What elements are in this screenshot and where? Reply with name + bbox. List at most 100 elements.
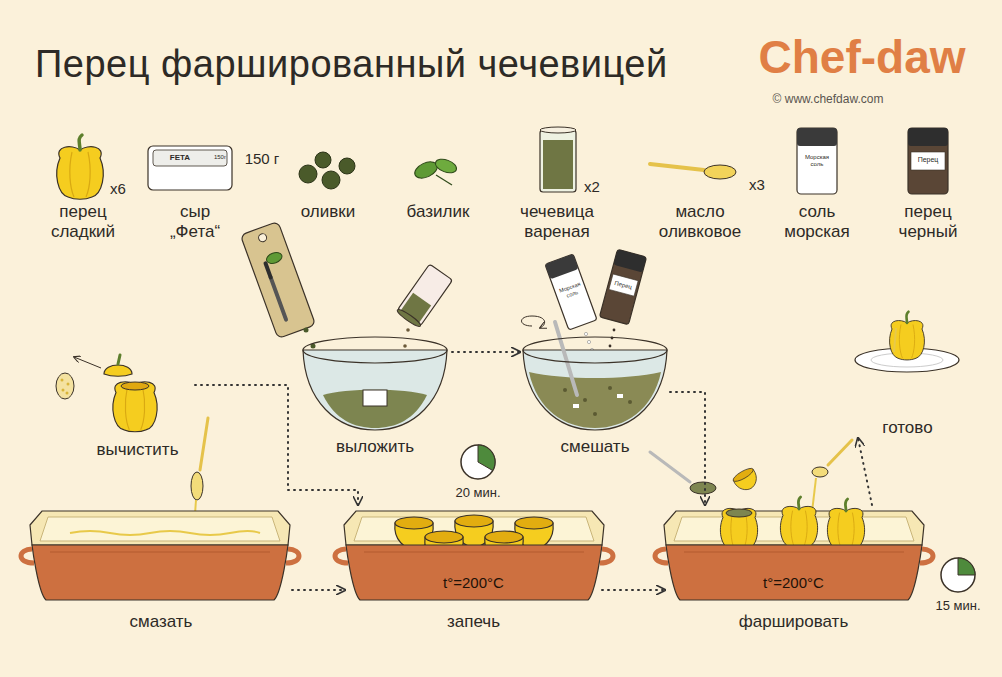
baking-dish [798,497,800,509]
step-bake: t°=200°C запечь [345,505,602,632]
mixing-bowl [523,350,667,430]
sweet-pepper-icon [57,135,104,199]
mixing-bowl [583,398,587,402]
step-label: запечь [447,612,500,632]
basil-icon [436,175,452,185]
timer-icon [941,558,975,592]
basil-icon [434,157,459,176]
ingredient-name: чечевица вареная [512,202,602,243]
lentil-glass-icon [543,140,573,189]
cutting-board [240,221,315,338]
olives-icon [315,152,331,168]
basil-icon [412,157,458,185]
ingredient-name: соль морская [780,202,854,243]
ingredient-name: перец сладкий [43,202,123,243]
cleaned-pepper [66,392,69,395]
salt-shaker [545,254,597,330]
baking-dish [780,506,817,548]
cutting-board [240,221,315,338]
pepper-shaker-icon [908,128,948,194]
package-label: Морская соль [800,154,834,168]
salt-shaker-icon [797,128,837,146]
salt-shaker [545,254,579,279]
step-label: смешать [560,437,629,457]
cutting-board [266,263,271,277]
cleaned-pepper [67,383,70,386]
falling-spices [609,345,612,348]
falling-spices [584,329,615,352]
flow-connector [195,385,358,505]
olives-icon [299,165,317,183]
step-label: вычистить [96,440,178,460]
baking-dish [30,511,290,545]
flow-connector [292,589,345,591]
oil-spoon [828,440,852,465]
stuffing-spoon [731,466,761,494]
flow-connector [858,438,872,505]
cutting-board [265,251,283,266]
mixing-bowl [529,372,661,428]
timer-icon [958,558,975,575]
baking-dish [655,497,933,600]
time-label: 20 мин. [443,485,513,501]
oil-spoon [200,418,208,470]
step-label: фаршировать [739,612,849,632]
mixing-bowl [303,337,447,363]
cleaned-pepper [113,382,157,432]
oil-spoon [812,467,828,477]
connector-group [195,352,872,590]
oil-spoon [191,472,203,500]
flow-connector [670,392,705,505]
feta-box-icon [148,146,232,190]
olives-icon [299,152,355,189]
mixing-bowl [628,400,632,404]
ingredient-name: масло оливковое [650,202,750,243]
mixing-bowl [523,322,667,430]
baking-dish [21,511,299,600]
baking-dish [655,545,933,600]
baking-dish [335,545,613,600]
cutting-board [257,233,267,243]
stir-arrow [522,316,545,328]
timer-icon [461,445,495,479]
lentil-glass-icon [540,130,576,192]
step-label: смазать [130,612,193,632]
step-ready: готово [845,310,970,438]
baking-dish [70,531,260,535]
timer-icon [941,558,975,592]
cleaned-pepper [56,373,74,399]
served-plate [855,312,959,372]
pepper-shaker [599,249,646,324]
cleaned-pepper [104,365,132,376]
mixing-bowl [303,350,447,430]
falling-spices [587,340,590,343]
mixing-bowl [323,390,427,428]
lentil-glass-icon [540,127,576,133]
oil-spoon-icon [704,165,736,179]
falling-spices [584,332,587,335]
temperature-label: t°=200°C [443,573,504,593]
mixing-bowl [593,412,597,416]
served-plate [890,321,925,360]
mixing-bowl [555,322,577,395]
package-label: 150г [209,154,231,161]
falling-lentils [403,344,407,348]
stir-arrow [522,316,545,328]
cutting-board [271,277,286,319]
olives-icon [322,171,340,189]
quantity: x2 [579,178,605,196]
falling-lentils [406,328,410,332]
quantity: 150 г [240,150,284,168]
website: © www.chefdaw.com [743,92,913,106]
cleaned-pepper [56,355,157,432]
timer-icon [478,445,495,471]
mixing-bowl [608,386,612,390]
baking-dish [726,509,752,517]
step-stuff: t°=200°Cфаршировать [665,505,922,632]
brand-logo: Chef-daw [747,30,977,85]
salt-shaker-icon [797,128,837,194]
flow-connector [602,589,665,591]
step-mix: смешать [520,330,670,457]
stuffing-spoon [650,452,690,482]
